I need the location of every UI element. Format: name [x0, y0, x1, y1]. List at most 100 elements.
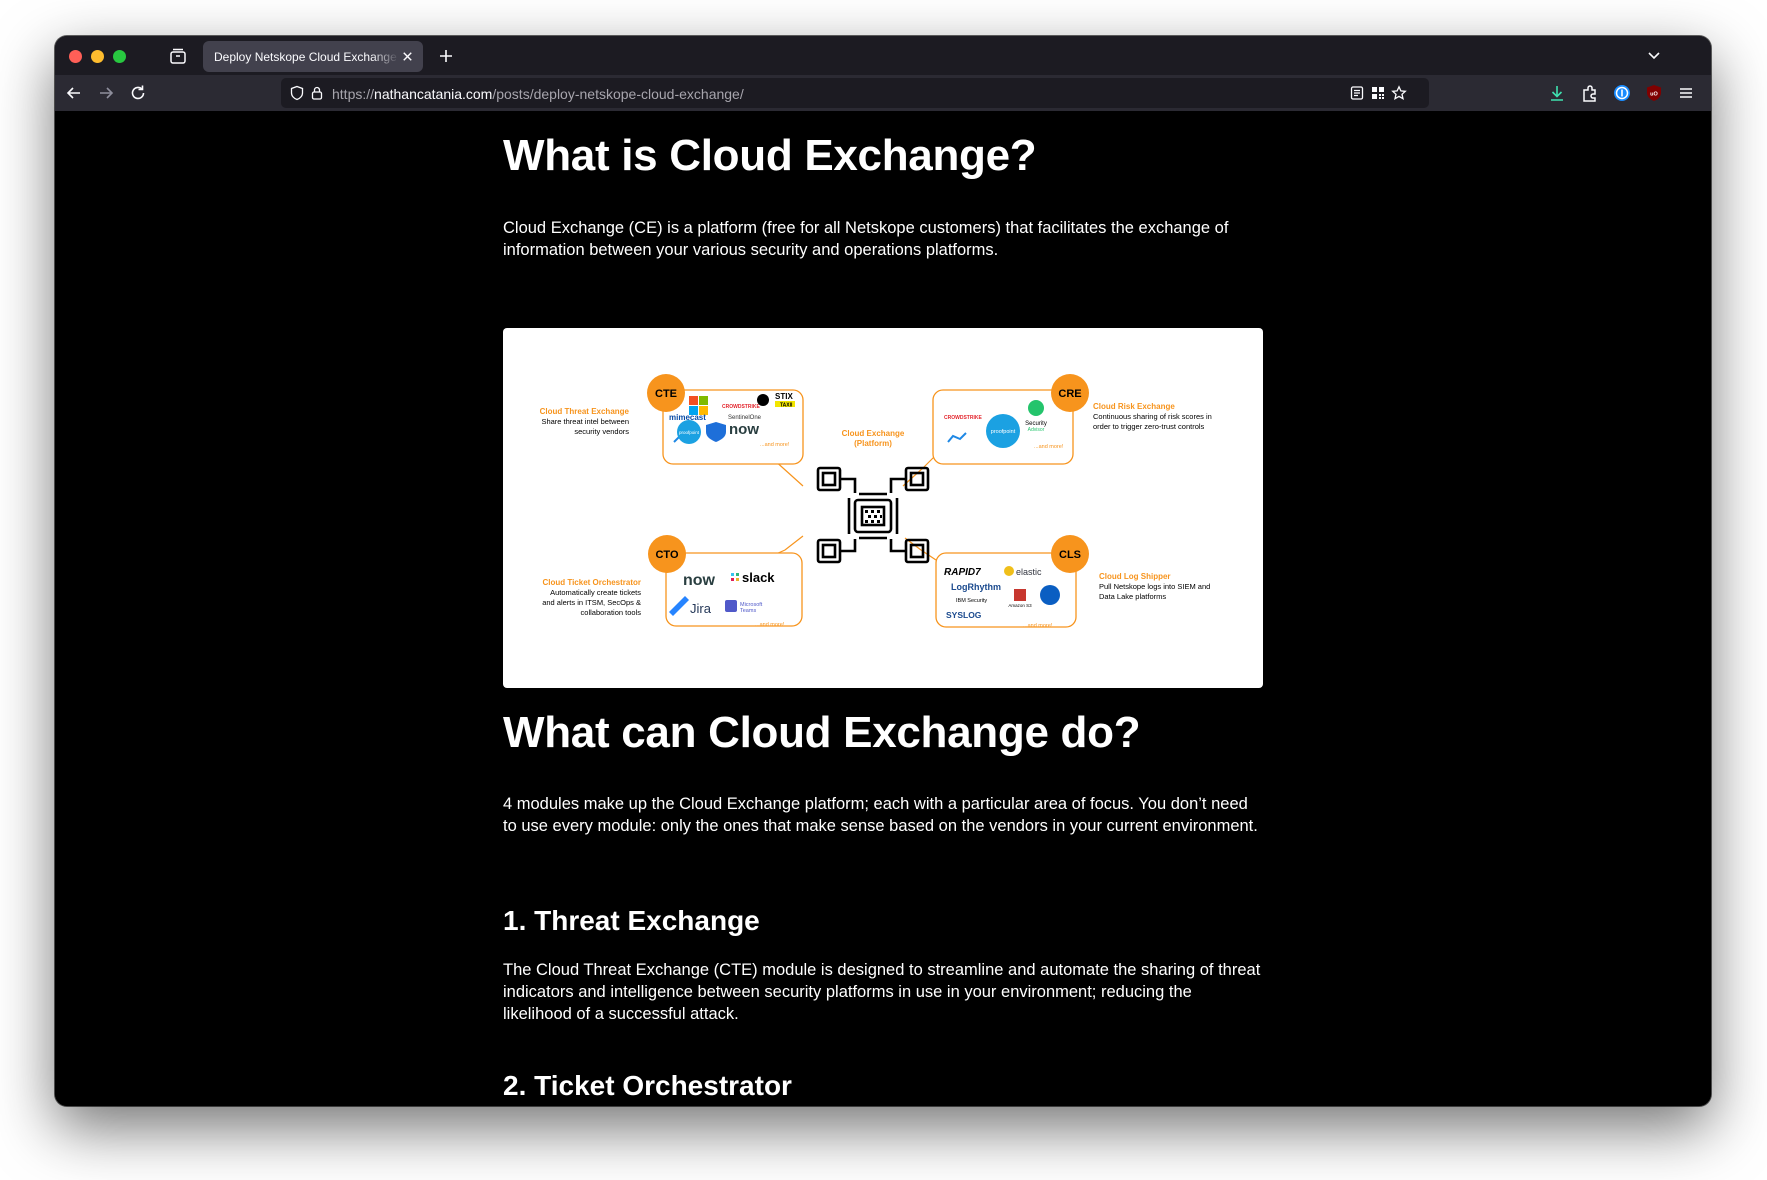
url-host: nathancatania.com [374, 86, 493, 102]
cte-logo-now: now [729, 421, 759, 438]
cre-logo-crowdstrike: CROWDSTRIKE [944, 415, 982, 421]
cto-logo-teams: Teams [740, 608, 756, 614]
svg-text:uO: uO [1650, 92, 1658, 98]
cls-badge-label: CLS [1059, 549, 1081, 561]
heading-threat-exchange: 1. Threat Exchange [503, 905, 760, 936]
page-content[interactable]: What is Cloud Exchange? Cloud Exchange (… [55, 111, 1711, 1106]
cto-more: ...and more! [755, 622, 785, 628]
amazon-s3-icon [1014, 589, 1026, 601]
cte-more: ...and more! [760, 442, 790, 448]
shield-logo-icon [706, 422, 726, 442]
cre-badge-label: CRE [1058, 388, 1081, 400]
url-text[interactable]: https://nathancatania.com/posts/deploy-n… [332, 86, 744, 102]
extensions-icon[interactable] [1580, 83, 1600, 103]
cls-desc-2: Data Lake platforms [1099, 592, 1166, 601]
tab-title: Deploy Netskope Cloud Exchange :: N [214, 49, 399, 64]
tab-strip: Deploy Netskope Cloud Exchange :: N [55, 36, 1711, 75]
reader-view-icon[interactable] [1349, 85, 1365, 101]
cte-logo-sentinelone: SentinelOne [728, 415, 762, 421]
close-window-button[interactable] [69, 50, 82, 63]
cre-desc-2: order to trigger zero-trust controls [1093, 422, 1205, 431]
window-controls [69, 50, 126, 63]
heading-what-can: What can Cloud Exchange do? [503, 708, 1141, 757]
cto-logo-slack: slack [742, 570, 775, 585]
cls-logo-rapid7: RAPID7 [944, 567, 981, 578]
password-manager-icon[interactable] [1612, 83, 1632, 103]
menu-icon[interactable] [1676, 83, 1696, 103]
platform-chip-icon [816, 466, 930, 564]
url-scheme: https:// [332, 86, 375, 102]
teams-icon [725, 600, 737, 612]
cto-desc-3: collaboration tools [581, 608, 642, 617]
browser-window: Deploy Netskope Cloud Exchange :: N [55, 36, 1711, 1106]
cte-logo-crowdstrike: CROWDSTRIKE [722, 404, 760, 410]
ublock-shield-icon[interactable]: uO [1644, 83, 1664, 103]
shield-icon[interactable] [289, 85, 305, 101]
tab-manager-icon[interactable] [168, 46, 188, 66]
cte-badge [647, 374, 685, 412]
cto-logo-microsoft: Microsoft [740, 602, 763, 608]
back-arrow-icon[interactable] [64, 83, 84, 103]
cls-logo-ibm: IBM Security [956, 598, 987, 604]
cto-logo-jira: Jira [690, 601, 712, 616]
reload-icon[interactable] [128, 83, 148, 103]
network-icon [947, 432, 967, 443]
jira-icon [669, 596, 689, 616]
cls-bubble [935, 552, 1077, 628]
forward-arrow-icon[interactable] [96, 83, 116, 103]
paragraph-what-can: 4 modules make up the Cloud Exchange pla… [503, 795, 1258, 835]
cto-desc-2: and alerts in ITSM, SecOps & [542, 598, 641, 607]
tab-active[interactable]: Deploy Netskope Cloud Exchange :: N [203, 41, 423, 72]
zoom-window-button[interactable] [113, 50, 126, 63]
cls-logo-s3: Amazon S3 [1008, 603, 1032, 608]
paragraph-what-is: Cloud Exchange (CE) is a platform (free … [503, 219, 1229, 259]
cte-logo-mimecast: mimecast [669, 413, 706, 422]
cte-logo-proofpoint: proofpoint [679, 430, 700, 435]
cre-more: ...and more! [1034, 444, 1064, 450]
cte-desc-1: Share threat intel between [541, 417, 629, 426]
cre-badge [1051, 374, 1089, 412]
cre-logo-advisor: Advisor [1028, 427, 1045, 433]
cto-desc-1: Automatically create tickets [550, 588, 641, 597]
star-icon[interactable] [1391, 85, 1407, 101]
cre-logo-security: Security [1025, 421, 1047, 427]
center-label-1: Cloud Exchange [842, 429, 905, 438]
url-path: /posts/deploy-netskope-cloud-exchange/ [492, 86, 744, 102]
cre-title: Cloud Risk Exchange [1093, 402, 1175, 411]
download-icon[interactable] [1547, 83, 1567, 103]
paragraph-threat-exchange: The Cloud Threat Exchange (CTE) module i… [503, 961, 1261, 1023]
chevron-down-icon[interactable] [1645, 46, 1663, 64]
qr-code-icon[interactable] [1370, 85, 1386, 101]
plus-icon[interactable] [436, 46, 456, 66]
security-advisor-icon [1028, 400, 1044, 416]
cto-logo-now: now [683, 572, 716, 589]
minimize-window-button[interactable] [91, 50, 104, 63]
github-icon [757, 394, 769, 406]
cls-title: Cloud Log Shipper [1099, 572, 1171, 581]
elastic-icon [1004, 566, 1014, 576]
cto-badge-label: CTO [655, 549, 678, 561]
cto-bubble [665, 552, 803, 627]
navigation-toolbar: https://nathancatania.com/posts/deploy-n… [55, 75, 1711, 111]
cte-title: Cloud Threat Exchange [540, 407, 630, 416]
cte-logo-taxii: TAXII [780, 403, 793, 409]
cte-logo-stix: STIX [775, 392, 793, 401]
slack-icon [731, 573, 739, 581]
heading-ticket-orchestrator: 2. Ticket Orchestrator [503, 1070, 792, 1101]
close-icon[interactable] [400, 49, 415, 64]
address-bar[interactable]: https://nathancatania.com/posts/deploy-n… [281, 78, 1429, 108]
cls-logo-syslog: SYSLOG [946, 610, 982, 620]
center-label-2: (Platform) [854, 439, 892, 448]
lock-icon[interactable] [309, 85, 325, 101]
cre-logo-proofpoint: proofpoint [991, 429, 1016, 435]
cls-logo-elastic: elastic [1016, 567, 1042, 577]
cto-badge [648, 535, 686, 573]
security-shield-icon [1040, 585, 1060, 605]
cls-desc-1: Pull Netskope logs into SIEM and [1099, 582, 1210, 591]
cto-title: Cloud Ticket Orchestrator [542, 578, 641, 587]
cls-logo-logrhythm: LogRhythm [951, 582, 1001, 592]
cls-badge [1051, 535, 1089, 573]
binary-pattern-icon [865, 510, 882, 523]
cte-desc-2: security vendors [574, 427, 629, 436]
cls-more: ...and more! [1023, 623, 1053, 629]
